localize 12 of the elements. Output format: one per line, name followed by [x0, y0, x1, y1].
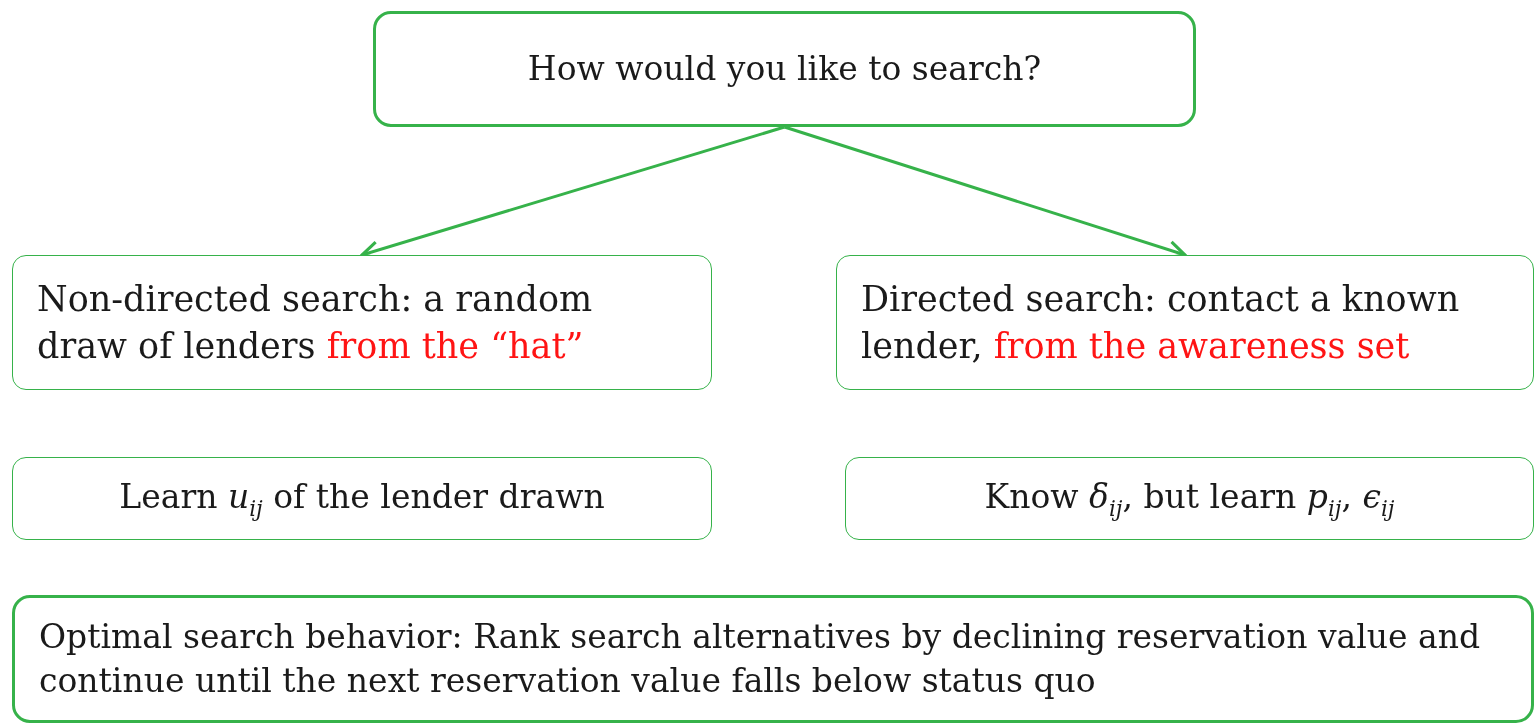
box-text: Optimal search behavior: Rank search alternatives by declining reservation value and continue until the next reservation value falls below status quo	[39, 616, 1482, 702]
box-text: How would you like to search?	[527, 48, 1042, 91]
box-text: Directed search: contact a known lender, from the awareness set	[861, 278, 1461, 368]
process-box	[845, 457, 1534, 540]
box-text: Non-directed search: a random draw of lenders from the “hat”	[37, 278, 594, 368]
process-box	[12, 255, 712, 390]
process-box	[12, 595, 1534, 723]
box-text: Learn u$_{ij}$ of the lender drawn	[119, 475, 605, 523]
process-box	[12, 457, 712, 540]
process-box	[373, 11, 1196, 127]
box-text: Know δ$_{ij}$, but learn p$_{ij}$, ϵ$_{ij}$	[984, 475, 1395, 523]
process-box	[836, 255, 1534, 390]
